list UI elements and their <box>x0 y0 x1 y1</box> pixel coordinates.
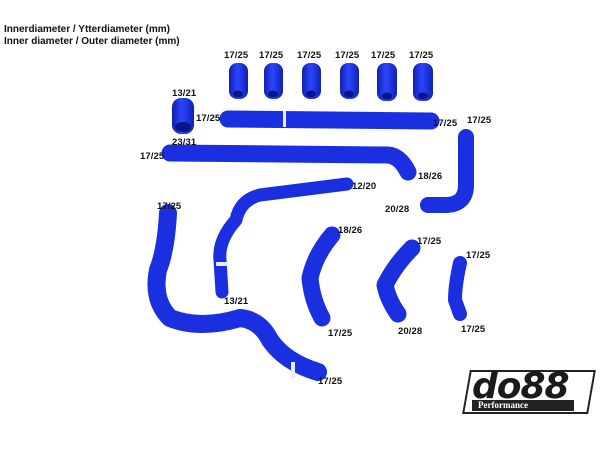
bend-hose-1 <box>301 226 341 327</box>
mid-hose <box>213 177 354 299</box>
coupler-3 <box>302 63 321 99</box>
coupler-2 <box>264 63 283 99</box>
long-left-label: 17/25 <box>140 151 165 162</box>
straight-right-label: 17/25 <box>433 118 458 129</box>
bend2-bottom-label: 20/28 <box>398 326 423 337</box>
left-big-hose <box>147 204 327 381</box>
reducer-top-label: 13/21 <box>172 88 197 99</box>
mid-bottom-label: 13/21 <box>224 296 249 307</box>
coupler-1 <box>229 63 248 99</box>
bend1-top-label: 18/26 <box>338 225 363 236</box>
legend-line-swedish: Innerdiameter / Ytterdiameter (mm) <box>4 24 170 35</box>
mid-top-label: 12/20 <box>352 181 377 192</box>
long-bent-hose <box>161 144 417 181</box>
do88-logo: do88 Performance <box>458 366 596 414</box>
bend-hose-3 <box>448 256 467 321</box>
bend-hose-2 <box>376 239 421 323</box>
bend1-bottom-label: 17/25 <box>328 328 353 339</box>
legend-line-english: Inner diameter / Outer diameter (mm) <box>4 36 180 47</box>
elbow-top-label: 17/25 <box>467 115 492 126</box>
elbow-bottom-label: 20/28 <box>385 204 410 215</box>
long-right-label: 18/26 <box>418 171 443 182</box>
coupler-4 <box>340 63 359 99</box>
bend2-top-label: 17/25 <box>417 236 442 247</box>
coupler-2-label: 17/25 <box>259 50 284 61</box>
straight-left-label: 17/25 <box>196 113 221 124</box>
coupler-3-label: 17/25 <box>297 50 322 61</box>
coupler-6 <box>413 63 433 101</box>
left-bottom-label: 17/25 <box>318 376 343 387</box>
bend3-bottom-label: 17/25 <box>461 324 486 335</box>
coupler-6-label: 17/25 <box>409 50 434 61</box>
elbow-hose <box>420 129 474 213</box>
coupler-5-label: 17/25 <box>371 50 396 61</box>
reducer-bottom-label: 23/31 <box>172 137 197 148</box>
coupler-1-label: 17/25 <box>224 50 249 61</box>
straight-hose <box>219 110 440 130</box>
left-top-label: 17/25 <box>157 201 182 212</box>
bend3-top-label: 17/25 <box>466 250 491 261</box>
coupler-4-label: 17/25 <box>335 50 360 61</box>
logo-subtitle: Performance <box>472 400 574 411</box>
diameter-legend: Innerdiameter / Ytterdiameter (mm) Inner… <box>4 24 180 48</box>
coupler-5 <box>377 63 397 101</box>
coupler-row <box>229 63 433 101</box>
